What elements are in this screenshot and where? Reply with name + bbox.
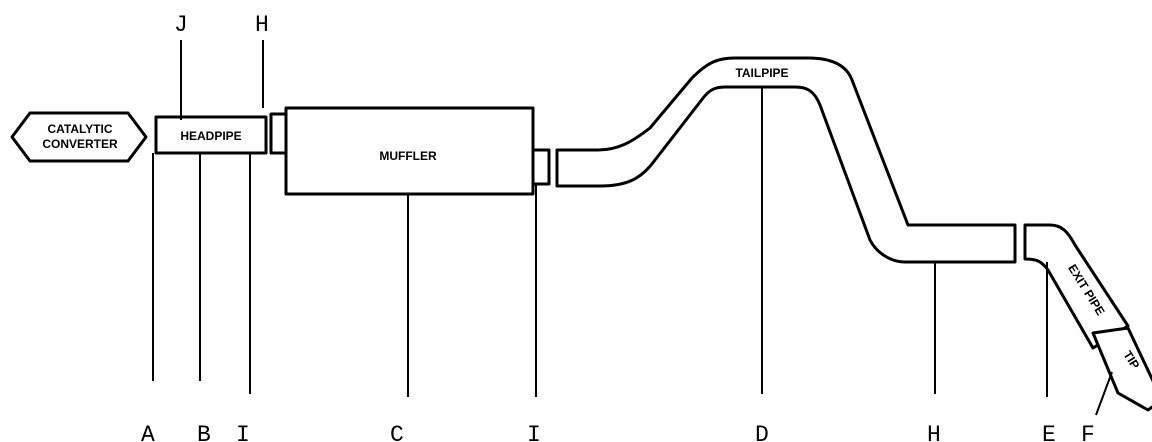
letter-h-bottom: H (927, 422, 941, 442)
letter-f: F (1081, 422, 1095, 442)
letter-e: E (1042, 422, 1056, 442)
reference-letters: J H A B I C I D H E F (141, 12, 1095, 442)
tailpipe: TAILPIPE (555, 56, 1017, 264)
leader-lines (152, 40, 1113, 416)
tailpipe-label: TAILPIPE (735, 66, 788, 80)
leader-f (1095, 371, 1113, 416)
headpipe-label: HEADPIPE (180, 129, 241, 143)
letter-a: A (141, 422, 155, 442)
headpipe: HEADPIPE (154, 115, 268, 155)
catalytic-converter: CATALYTIC CONVERTER (10, 111, 148, 163)
muffler: MUFFLER (284, 106, 535, 196)
letter-b: B (197, 422, 211, 442)
tip: TIP (1091, 326, 1152, 412)
letter-d: D (755, 422, 769, 442)
muffler-label: MUFFLER (379, 149, 437, 163)
letter-j: J (174, 12, 188, 38)
letter-c: C (390, 422, 404, 442)
muffler-outlet-stub (531, 148, 551, 186)
muffler-inlet-stub (269, 112, 288, 155)
catalytic-converter-label-line2: CONVERTER (42, 137, 118, 151)
letter-i-right: I (527, 422, 541, 442)
letter-i-left: I (236, 422, 250, 442)
catalytic-converter-label-line1: CATALYTIC (47, 122, 112, 136)
letter-h-top: H (255, 12, 269, 38)
